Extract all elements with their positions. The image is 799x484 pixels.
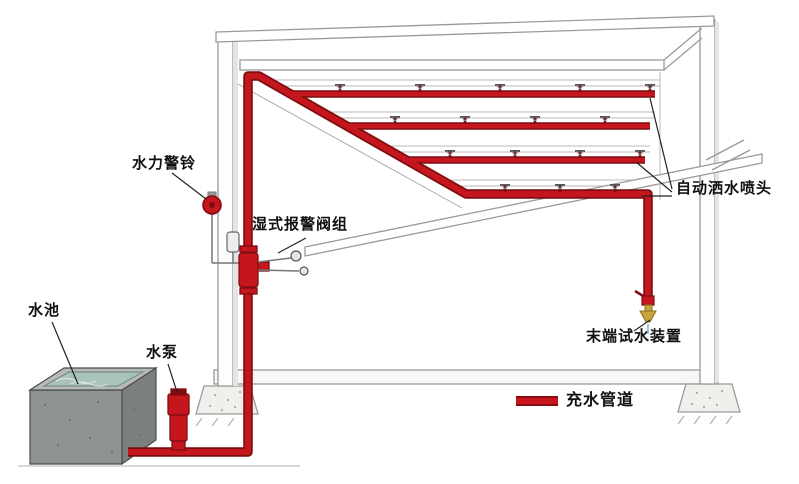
pump-motor	[167, 393, 190, 416]
label-water-pump: 水泵	[146, 344, 179, 361]
building-structure	[18, 15, 763, 467]
water-surface	[41, 371, 146, 387]
pressure-gauge	[290, 250, 302, 262]
retard-chamber	[226, 231, 240, 253]
ceiling-beam	[239, 59, 665, 71]
water-tank	[27, 366, 159, 466]
left-column	[217, 35, 234, 387]
tank-front-face	[29, 389, 123, 465]
leader-sprinkler-2	[635, 161, 673, 193]
leader-water-pump	[167, 363, 178, 393]
right-column	[699, 19, 716, 385]
label-end-test-device: 末端试水装置	[586, 328, 683, 345]
alarm-valve-body	[238, 252, 259, 288]
leader-sprinkler-1	[649, 97, 673, 190]
red-pipes	[128, 73, 655, 455]
label-sprinkler-heads: 自动洒水喷头	[676, 180, 773, 197]
wet-alarm-valve-assembly	[238, 245, 270, 295]
leader-end-test	[633, 319, 651, 332]
pressure-gauges	[257, 250, 309, 276]
label-wet-alarm-valve: 湿式报警阀组	[252, 216, 349, 233]
test-funnel	[639, 310, 657, 323]
riser-and-main-pipe	[128, 73, 651, 455]
label-water-pool: 水池	[28, 302, 61, 319]
leader-lines	[51, 97, 673, 393]
water-pump	[167, 388, 190, 451]
ceiling-joists	[237, 72, 661, 209]
pressure-gauge	[299, 266, 309, 276]
sprinkler-head-group	[333, 83, 657, 194]
label-alarm-bell: 水力警铃	[132, 155, 197, 172]
pump-body	[169, 413, 188, 442]
hydraulic-alarm-bell	[202, 191, 222, 215]
leader-water-pool	[51, 321, 79, 385]
roof-beam	[215, 15, 715, 43]
end-test-device	[634, 289, 657, 334]
leader-wet-valve	[277, 237, 307, 254]
label-legend-charged-pipe: 充水管道	[566, 392, 635, 409]
wall-break-mark	[705, 139, 745, 161]
leader-alarm-bell	[171, 172, 207, 200]
floor-slab	[213, 369, 719, 385]
diagonal-girder	[304, 153, 763, 257]
